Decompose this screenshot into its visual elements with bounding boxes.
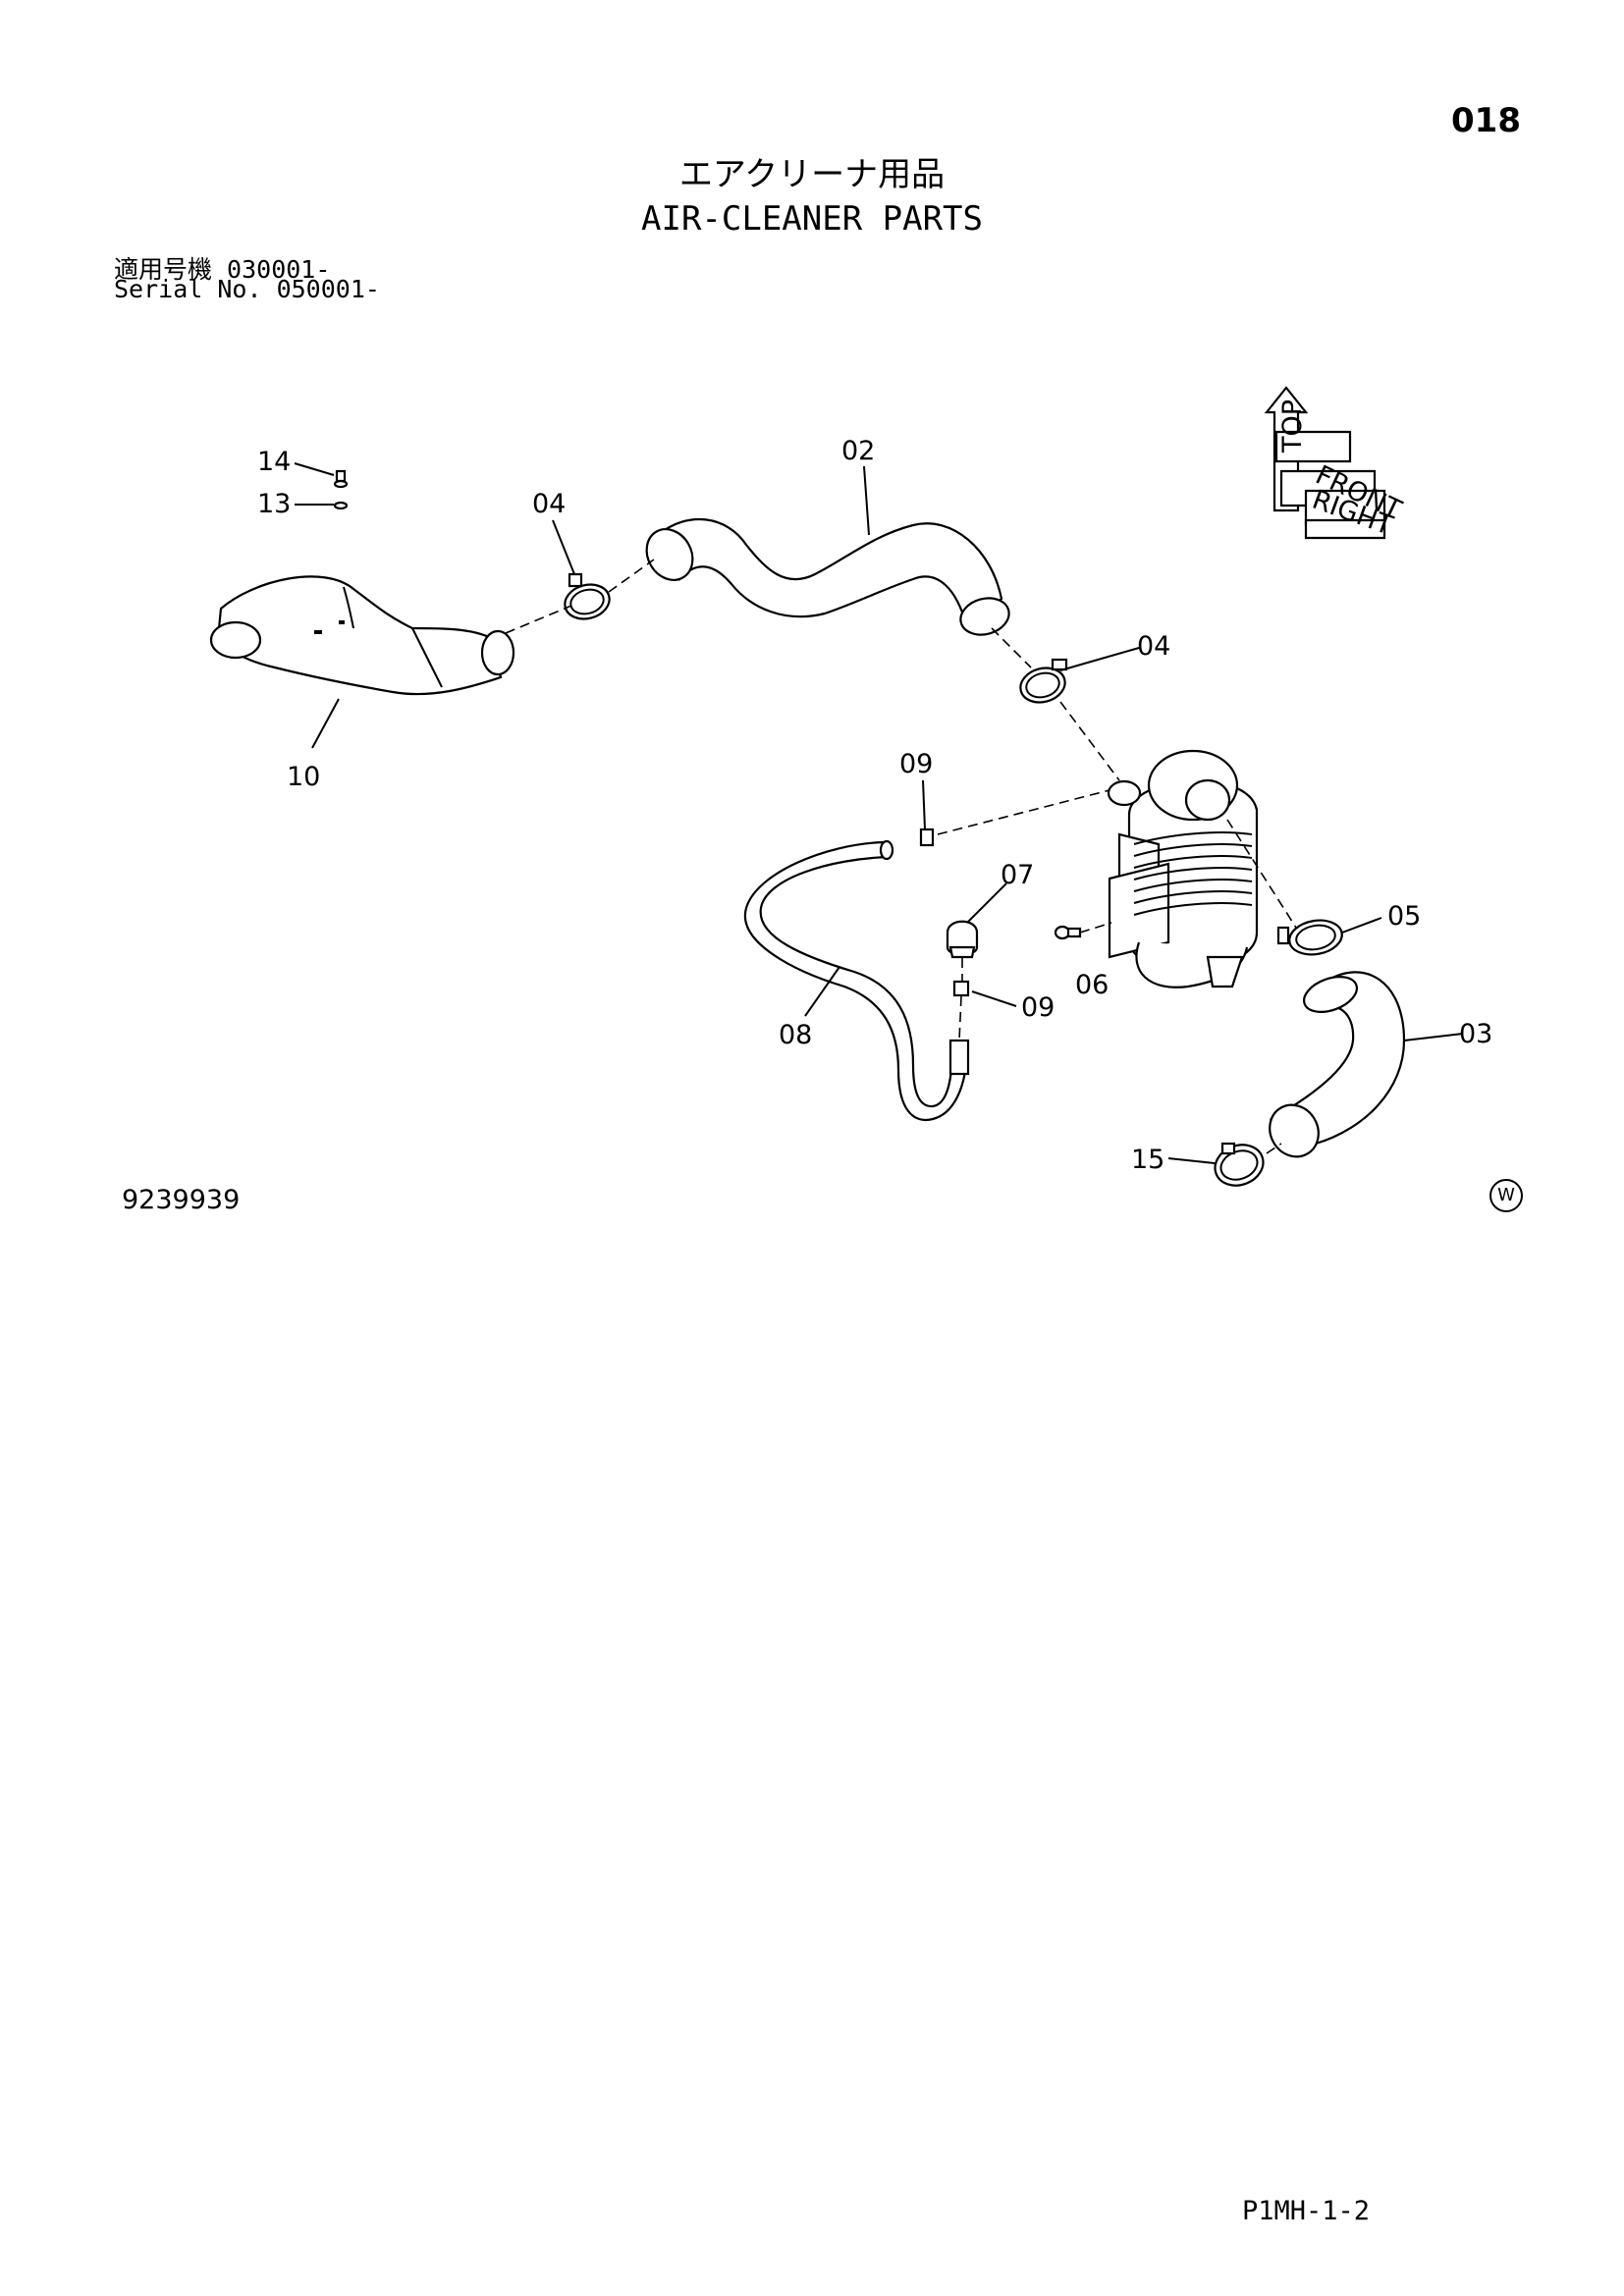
callout-07: 07: [1001, 860, 1034, 890]
callout-05: 05: [1387, 901, 1421, 932]
air-hose-part-03: [1269, 971, 1406, 1158]
page-title-english: AIR-CLEANER PARTS: [641, 199, 983, 239]
drain-hose-part-08: [743, 839, 970, 1121]
callout-04-left: 04: [532, 489, 566, 519]
page-title-japanese: エアクリーナ用品: [678, 155, 946, 194]
callout-10: 10: [287, 762, 320, 792]
serial-number-line: Serial No. 050001-: [114, 275, 380, 303]
w-circle-mark: W: [1489, 1179, 1523, 1212]
hose-clamp-part-04-left: [564, 572, 611, 620]
air-hose-part-02: [645, 517, 1010, 636]
washer-part-13: [333, 501, 349, 510]
callout-13: 13: [257, 489, 291, 519]
hose-clamp-part-05: [1276, 919, 1343, 956]
callout-leaders: [294, 462, 1464, 1164]
orientation-indicator: TOP FRONT RIGHT: [1264, 386, 1406, 542]
valve-part-07: [946, 920, 979, 959]
callout-15: 15: [1131, 1145, 1164, 1175]
bolt-part-14: [333, 469, 349, 489]
callout-03: 03: [1459, 1019, 1492, 1049]
callout-09-upper: 09: [899, 749, 933, 779]
intake-duct-part-10: [209, 575, 515, 696]
fitting-part-09-upper: [919, 828, 935, 847]
screw-part-06: [1054, 925, 1082, 940]
callout-04-right: 04: [1137, 631, 1170, 662]
callout-06: 06: [1075, 970, 1109, 1000]
callout-02: 02: [841, 436, 875, 466]
callout-09-lower: 09: [1021, 992, 1055, 1023]
orientation-top-label: TOP: [1277, 400, 1308, 454]
callout-08: 08: [779, 1020, 812, 1050]
hose-clamp-part-15: [1214, 1142, 1265, 1187]
footer-code: P1MH-1-2: [1242, 2196, 1371, 2226]
serial-applicable-line: 適用号機 030001-: [114, 255, 331, 284]
callout-14: 14: [257, 447, 291, 477]
air-cleaner-body: [1107, 749, 1259, 988]
hose-clamp-part-04-right: [1019, 658, 1068, 704]
page-number: 018: [1451, 101, 1521, 140]
assembly-center-lines: [505, 559, 1297, 1154]
drawing-number: 9239939: [122, 1185, 241, 1215]
fitting-part-09-lower: [952, 980, 970, 997]
